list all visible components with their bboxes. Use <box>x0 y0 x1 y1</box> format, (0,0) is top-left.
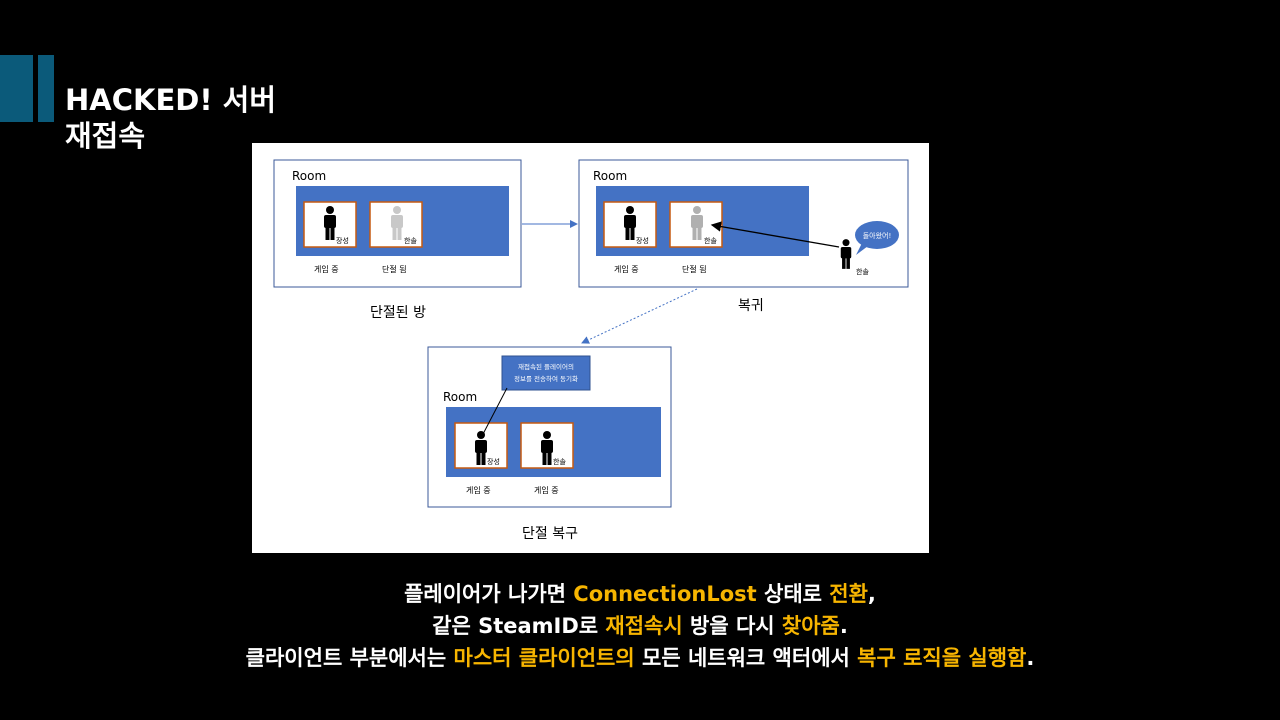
panel-1-room-label: Room <box>292 169 326 183</box>
panel-2-caption: 복귀 <box>738 298 764 314</box>
speech-bubble-text: 돌아왔어! <box>863 231 892 240</box>
caption-text: 같은 SteamID로 <box>432 614 606 638</box>
caption-text: 방을 다시 <box>682 614 782 638</box>
diagram-canvas: Room 장성 한솔 게임 중 단절 됨 단절된 방 Room 장성 한솔 게임… <box>273 159 909 542</box>
caption-text: 플레이어가 나가면 <box>404 582 574 606</box>
slide-title: HACKED! 서버 재접속 <box>65 82 276 154</box>
panel-2-player-1-name: 장성 <box>636 236 649 245</box>
caption-highlight: 찾아줌 <box>781 614 840 638</box>
caption-text: . <box>1026 646 1035 670</box>
panel-2-returning-player: 한솔 <box>856 267 869 276</box>
caption-text: . <box>839 614 848 638</box>
accent-bar-left <box>0 55 33 122</box>
caption-highlight: 재접속시 <box>605 614 683 638</box>
slide-caption: 플레이어가 나가면 ConnectionLost 상태로 전환, 같은 Stea… <box>0 578 1280 674</box>
title-line-2: 재접속 <box>65 119 146 153</box>
panel-3-player-2-status: 게임 중 <box>534 485 559 495</box>
caption-line-3: 클라이언트 부분에서는 마스터 클라이언트의 모든 네트워크 액터에서 복구 로… <box>0 642 1280 674</box>
panel-reconnect: Room 장성 한솔 게임 중 단절 됨 한솔 돌아왔어! 복귀 <box>578 159 909 314</box>
accent-bar-right <box>38 55 54 122</box>
caption-highlight: 전환 <box>829 582 868 606</box>
caption-line-1: 플레이어가 나가면 ConnectionLost 상태로 전환, <box>0 578 1280 610</box>
panel-1-player-2-name: 한솔 <box>404 236 417 245</box>
panel-2-player-2-name: 한솔 <box>704 236 717 245</box>
caption-text: 상태로 <box>756 582 830 606</box>
reconnect-diagram: Room 장성 한솔 게임 중 단절 됨 단절된 방 Room 장성 한솔 게임… <box>252 143 929 553</box>
panel-3-room-label: Room <box>443 390 477 404</box>
note-pointer <box>481 387 508 437</box>
panel-1-player-2-status: 단절 됨 <box>382 264 407 274</box>
panel-2-room-label: Room <box>593 169 627 183</box>
panel-recovery: 재접속된 플레이어의 정보를 전송하여 동기화 Room 장성 한솔 게임 중 … <box>427 346 672 542</box>
panel-2-player-1-status: 게임 중 <box>614 264 639 274</box>
panel-3-note <box>501 355 591 391</box>
panel-1-player-1-name: 장성 <box>336 236 349 245</box>
panel-1-player-1-status: 게임 중 <box>314 264 339 274</box>
speech-bubble <box>855 221 899 249</box>
caption-highlight: 마스터 클라이언트의 <box>453 646 635 670</box>
title-line-1: HACKED! 서버 <box>65 83 277 117</box>
caption-text: , <box>867 582 876 606</box>
panel-3-caption: 단절 복구 <box>522 526 578 542</box>
panel-3-player-1-name: 장성 <box>487 457 500 466</box>
caption-highlight: 복구 로직을 실행함 <box>857 646 1027 670</box>
panel-3-player-1-status: 게임 중 <box>466 485 491 495</box>
caption-highlight: ConnectionLost <box>573 582 757 606</box>
panel-3-note-line-1: 재접속된 플레이어의 <box>518 362 574 371</box>
panel-3-player-2-name: 한솔 <box>553 457 566 466</box>
panel-2-player-2-status: 단절 됨 <box>682 264 707 274</box>
arrow-to-recovery <box>581 288 698 344</box>
speech-bubble-tail <box>856 243 868 255</box>
caption-text: 클라이언트 부분에서는 <box>245 646 454 670</box>
panel-1-caption: 단절된 방 <box>370 305 426 321</box>
panel-3-note-line-2: 정보를 전송하여 동기화 <box>514 374 578 383</box>
caption-line-2: 같은 SteamID로 재접속시 방을 다시 찾아줌. <box>0 610 1280 642</box>
return-arrow <box>710 221 840 248</box>
panel-disconnected-room: Room 장성 한솔 게임 중 단절 됨 단절된 방 <box>273 159 522 321</box>
caption-text: 모든 네트워크 액터에서 <box>634 646 858 670</box>
